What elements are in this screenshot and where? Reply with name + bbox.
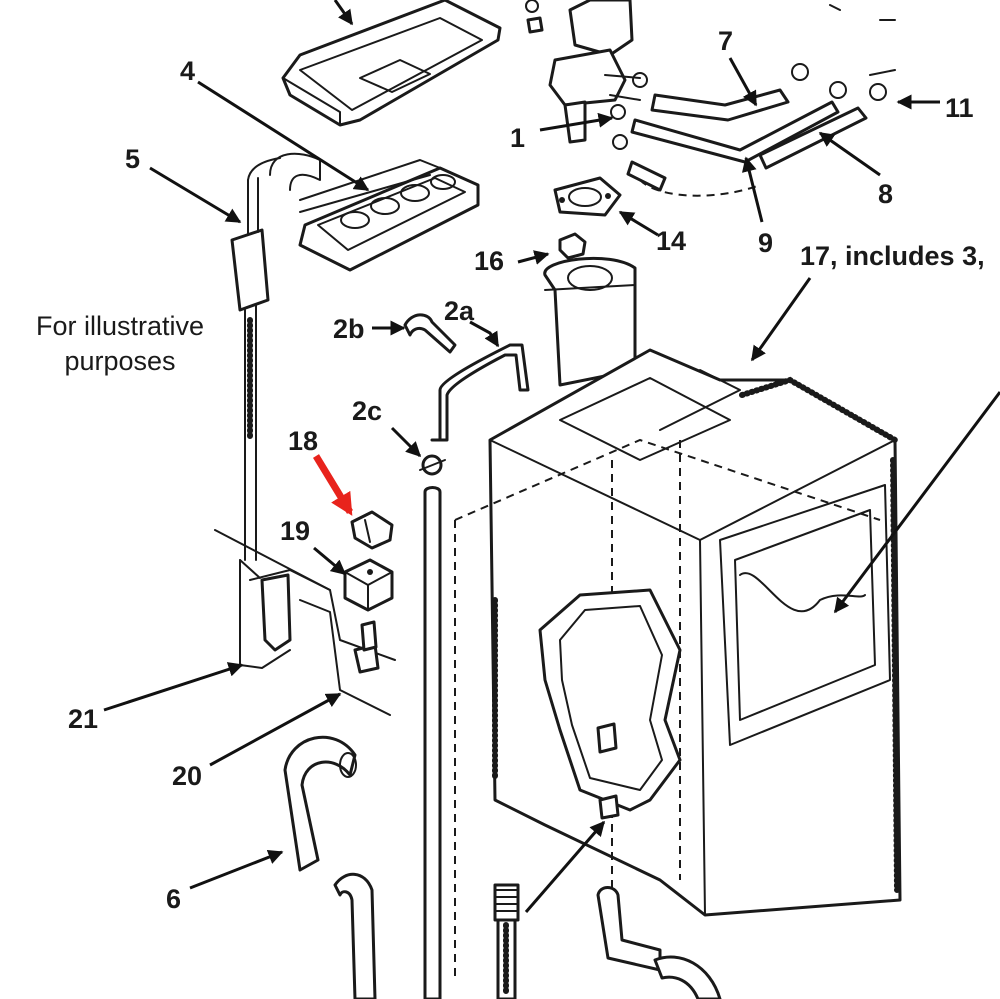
callout-19: 19: [280, 516, 310, 546]
block-part: [343, 558, 394, 612]
top-cover-part: [281, 0, 502, 127]
note-line-2: purposes: [64, 346, 175, 376]
threaded-fitting-part: [493, 883, 520, 999]
callout-17: 17, includes 3,: [800, 241, 985, 271]
note-line-1: For illustrative: [36, 311, 204, 341]
callout-1: 1: [510, 123, 525, 153]
valve-assembly-part: [525, 0, 641, 144]
callout-11: 11: [945, 93, 974, 123]
callout-14: 14: [656, 226, 686, 256]
clip-part: [350, 510, 394, 550]
callout-5: 5: [125, 144, 140, 174]
heater-assembly-part: [269, 152, 480, 272]
hose-6-part: [283, 735, 722, 999]
gasket-part: [553, 176, 622, 217]
callout-2a: 2a: [444, 296, 475, 326]
nut-16-part: [558, 232, 587, 260]
hose-clamps-part: [610, 4, 896, 197]
hose-9-part: [630, 100, 840, 164]
fitting-part: [299, 599, 391, 716]
short-hose-part: [626, 160, 667, 192]
clip-2b-part: [403, 313, 457, 354]
long-rod-part: [423, 486, 442, 999]
callout-8: 8: [878, 179, 893, 209]
tube-2a-part: [430, 343, 530, 442]
callout-18: 18: [288, 426, 318, 456]
callout-4: 4: [180, 56, 195, 86]
callout-7: 7: [718, 26, 733, 56]
callout-21: 21: [68, 704, 98, 734]
callout-9: 9: [758, 228, 773, 258]
hose-8-part: [758, 106, 868, 170]
callout-6: 6: [166, 884, 181, 914]
callout-2b: 2b: [333, 314, 365, 344]
callout-20: 20: [172, 761, 202, 791]
clip-2c-part: [419, 454, 446, 476]
callout-16: 16: [474, 246, 504, 276]
hose-7-part: [650, 88, 790, 122]
float-switch-assembly-part: [214, 157, 396, 669]
callout-2c: 2c: [352, 396, 382, 426]
leader-lines: [103, 0, 1000, 913]
tank-part: [454, 348, 902, 980]
